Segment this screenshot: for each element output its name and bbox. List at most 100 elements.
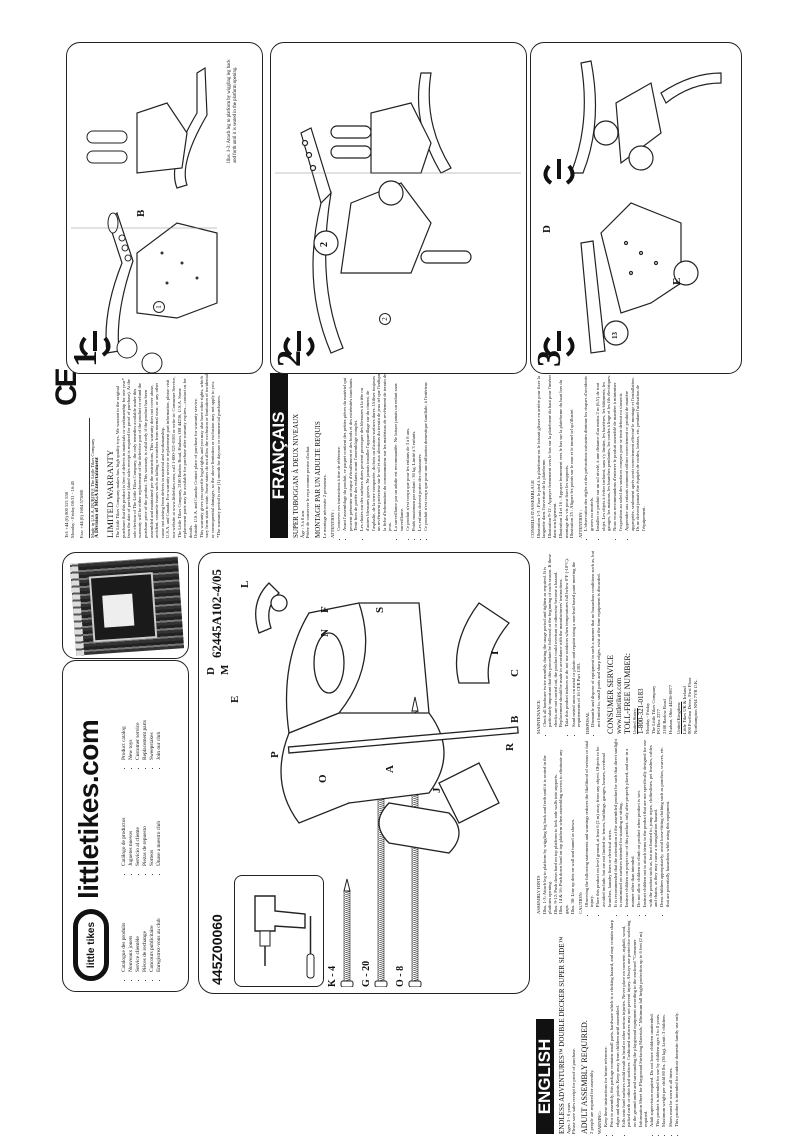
warranty-column: CE Tel: +44 (0) 800 521 558 Monday - Fri… [50, 370, 264, 538]
links-english: Product catalog New toys Customer servic… [121, 667, 162, 767]
division: A Division of MGA Entertainment [94, 457, 101, 538]
step-3-number: 3 [531, 350, 568, 367]
link-fr-5[interactable]: Enregistrez-vous au club [156, 879, 162, 972]
link-es-2[interactable]: Servicio al cliente [135, 773, 141, 866]
link-en-2[interactable]: Customer service [135, 667, 141, 760]
french-section: FRANÇAIS SUPER TOBOGGAN À DEUX NIVEAUX Â… [269, 373, 530, 538]
label-S: S [374, 606, 386, 613]
english-hint: Illus. 38: Line up dots on wall and tunn… [569, 819, 575, 914]
english-receipt: Please save sales receipt for proof of p… [571, 1048, 577, 1134]
screwdriver-icon [306, 916, 315, 979]
french-tip: Illustration 25 : Aligner les points sur… [569, 408, 575, 538]
french-attention-item: Conserver ces instructions à titre de ré… [336, 373, 342, 531]
link-fr-4[interactable]: Concours publicitaire [149, 879, 155, 972]
label-A: A [384, 765, 396, 773]
step-1-panel: 1 1 B Illus. 1-3: Attach leg to platform… [66, 42, 263, 374]
link-fr-2[interactable]: Service clientèle [135, 879, 141, 972]
english-persons: 2 people are required for assembly. [588, 1069, 594, 1135]
english-caution-list: Observing the following statements and w… [584, 739, 671, 914]
link-es-5[interactable]: Únase a nuestro club [156, 773, 162, 866]
link-en-5[interactable]: Join our club [156, 667, 162, 760]
logo-text: little tikes [85, 921, 97, 969]
french-banner: FRANÇAIS [269, 373, 288, 538]
english-warning-item: This product is intended for use by chil… [655, 919, 661, 1127]
english-warning-item: Shoes must be worn at all times. [668, 919, 674, 1127]
english-caution-item: Instruct children on proper use of this … [624, 739, 635, 907]
website-screenshot-box [62, 552, 189, 659]
english-caution-item: Instruct children not to attach items to… [642, 739, 659, 907]
french-attention-item: La surveillance par un adulte est recomm… [393, 373, 404, 531]
label-C: C [509, 669, 521, 677]
english-warning-item: Prior to assembly, this package contains… [609, 919, 620, 1127]
link-en-0[interactable]: Product catalog [121, 667, 127, 760]
step-1-caption: Illus. 1-3: Attach leg to platform by wi… [227, 59, 238, 163]
model-number: 445Z00060 [209, 914, 225, 985]
english-warning-item: Falls onto hard surfaces could result in… [621, 919, 649, 1127]
french-receipt: Prière de conserver le reçu comme preuve… [305, 445, 311, 538]
label-E: E [229, 695, 241, 703]
part-code: 62445A102-4/05 [209, 569, 224, 658]
website-screenshot-image [69, 556, 185, 656]
step-2-callout: 2 [319, 242, 330, 247]
link-es-4[interactable]: Sorteos [149, 773, 155, 866]
warranty-rights: This warranty gives you specific legal r… [198, 373, 216, 538]
link-es-1[interactable]: Juguetes nuevos [128, 773, 134, 866]
label-N: N [319, 629, 331, 637]
label-D: D [205, 667, 217, 675]
french-tip: Illustration 9-12 : Appuyer fermement ve… [546, 374, 558, 538]
maintenance-list: Check all hardware twice monthly during … [542, 549, 582, 734]
consumer-service-website[interactable]: www.littletikes.com [614, 677, 623, 734]
uk-city: Northampton NN4 7YR U.K. [692, 679, 698, 734]
step-1-part-circle: 1 [153, 301, 165, 313]
warranty-body: The Little Tikes Company makes fun, high… [114, 378, 165, 538]
link-fr-3[interactable]: Pièces de rechange [142, 879, 148, 972]
littletikes-website-box: little tikes littletikes.com Catalogue d… [62, 660, 189, 992]
french-tip: Illustration 1-3 : Fixer le pied à la pl… [535, 376, 547, 538]
little-tikes-logo: little tikes [73, 909, 109, 981]
english-warning-item: Keep these instructions for future refer… [603, 919, 609, 1127]
english-warning-item: Maximum weight per child 80 lbs. (36 kg)… [661, 919, 667, 1127]
step-2-panel: 2 2 2 [270, 42, 527, 374]
french-attention-item: Les chutes sur des surfaces dures peuven… [359, 373, 393, 531]
label-O: O [317, 774, 329, 783]
link-es-3[interactable]: Piezas de repuesto [142, 773, 148, 866]
label-M: M [219, 664, 231, 675]
english-banner: ENGLISH [535, 1019, 554, 1134]
warranty-footnote: *The warranty period is one (1) month fo… [215, 395, 221, 538]
label-B: B [509, 715, 521, 723]
label-J: J [431, 787, 443, 794]
link-en-4[interactable]: Sweepstakes [149, 667, 155, 760]
french-caution-item: Installer ce produit sur un sol nivelé, … [595, 373, 612, 531]
english-assembly: ADULT ASSEMBLY REQUIRED. [579, 1020, 589, 1134]
link-es-0[interactable]: Catálogo de productos [121, 773, 127, 866]
site-url[interactable]: littletikes.com [73, 719, 104, 899]
maintenance-item: Take this product indoors or do not use … [564, 549, 570, 727]
french-product: SUPER TOBOGGAN À DEUX NIVEAUX [291, 413, 300, 538]
step-3-diagram [543, 60, 722, 357]
label-L: L [239, 580, 251, 588]
label-P: P [269, 751, 281, 758]
english-hint: Illus. 14 & 16: Push down hard on top pl… [558, 749, 569, 914]
link-en-3[interactable]: Replacement parts [142, 667, 148, 760]
label-R: R [504, 743, 516, 751]
us-phone: 1-800-321-0183 [637, 688, 646, 735]
link-fr-1[interactable]: Nouveaux jouets [128, 879, 134, 972]
link-fr-0[interactable]: Catalogue des produits [121, 879, 127, 972]
screw-k4: K - 4 [327, 867, 357, 987]
english-warning-item: This product is intended for outdoor dom… [674, 919, 680, 1127]
step-2-number: 2 [271, 350, 308, 367]
french-caution-item: L'observation des règles et des précauti… [583, 373, 594, 531]
disposal-list: Dismantle and dispose of equipment in su… [590, 549, 601, 734]
english-hints-section: ASSEMBLY HINTS Illus. 1-3: Attach leg to… [536, 739, 796, 914]
disposal-item: Dismantle and dispose of equipment in su… [590, 549, 601, 727]
french-attention-item: Ce produit n'est conçu que pour une util… [423, 373, 429, 531]
us-city: Hudson, Ohio 44236-0877 [667, 684, 673, 734]
drill-icon [254, 895, 315, 979]
maintenance-item: Sand rusted areas on metal or plastic an… [571, 549, 582, 727]
link-en-1[interactable]: New toys [128, 667, 134, 760]
english-warning-list: Keep these instructions for future refer… [603, 919, 679, 1134]
step-1-diagram [71, 66, 218, 373]
step-1-label-B: B [135, 209, 147, 217]
french-caution-list: L'observation des règles et des précauti… [583, 373, 646, 538]
